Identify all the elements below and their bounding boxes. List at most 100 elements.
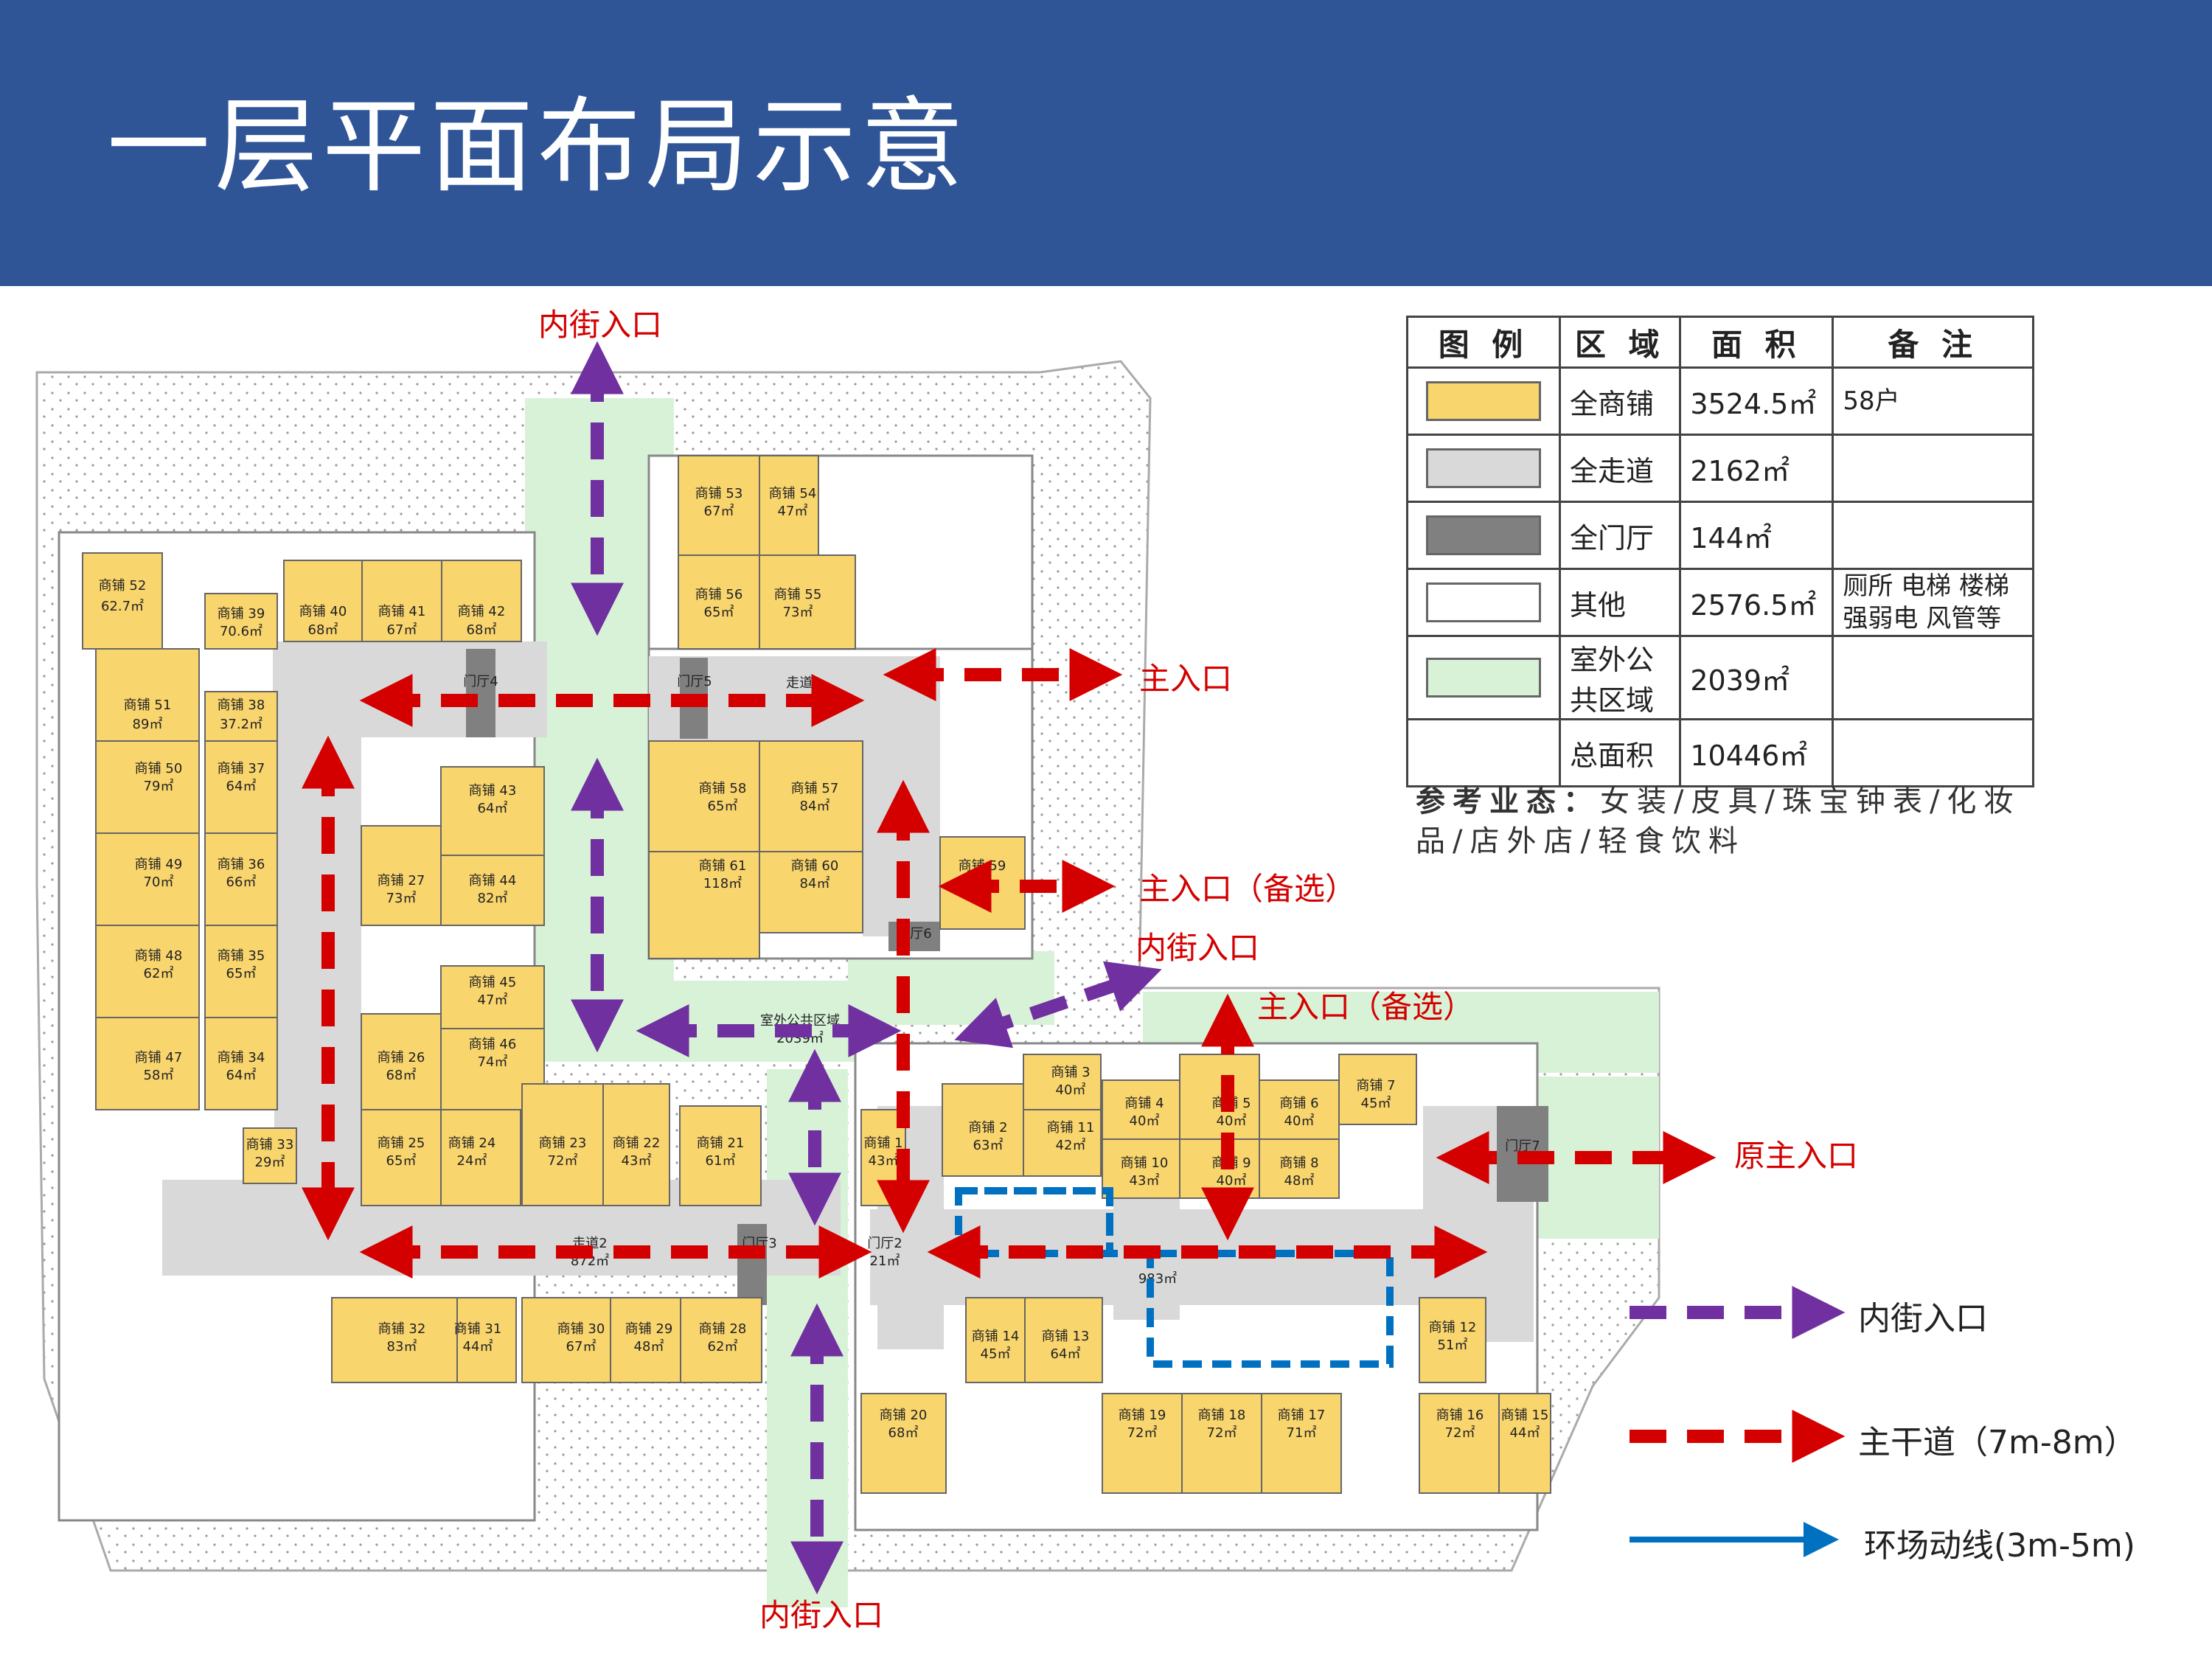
svg-text:商铺 22: 商铺 22: [613, 1135, 661, 1151]
svg-text:商铺 35: 商铺 35: [218, 948, 265, 964]
svg-text:商铺 44: 商铺 44: [469, 873, 517, 888]
svg-text:24㎡: 24㎡: [457, 1152, 487, 1169]
shop-34: 商铺 34 64㎡: [204, 1017, 278, 1110]
svg-text:72㎡: 72㎡: [1445, 1425, 1475, 1441]
svg-text:40㎡: 40㎡: [1217, 1172, 1247, 1189]
legend-swatch-cell: [1406, 366, 1561, 436]
svg-text:84㎡: 84㎡: [800, 798, 830, 814]
svg-text:74㎡: 74㎡: [478, 1054, 508, 1070]
legend-row: 室外公共区域 2039㎡: [1406, 635, 2034, 720]
svg-text:40㎡: 40㎡: [1217, 1113, 1247, 1129]
legend-swatch-other: [1426, 582, 1541, 622]
svg-text:商铺 1: 商铺 1: [863, 1135, 902, 1151]
legend-row: 全商铺 3524.5㎡ 58户: [1406, 366, 2034, 436]
svg-text:58㎡: 58㎡: [144, 1067, 174, 1083]
svg-text:64㎡: 64㎡: [478, 800, 508, 816]
svg-text:商铺 34: 商铺 34: [218, 1050, 265, 1065]
svg-text:48㎡: 48㎡: [634, 1338, 664, 1354]
corridor-1-area: 983㎡: [1138, 1270, 1177, 1287]
svg-text:72㎡: 72㎡: [1207, 1425, 1237, 1441]
entrance-labels: 内街入口 主入口 主入口（备选） 内街入口 主入口（备选） 原主入口 内街入口: [538, 307, 1858, 1633]
legend-note: 厕所 电梯 楼梯 强弱电 风管等: [1832, 568, 2034, 637]
svg-text:62.7㎡: 62.7㎡: [101, 598, 144, 614]
svg-text:商铺 53: 商铺 53: [695, 486, 743, 501]
svg-text:商铺 25: 商铺 25: [378, 1135, 425, 1151]
svg-text:48㎡: 48㎡: [1284, 1172, 1315, 1189]
svg-text:商铺 37: 商铺 37: [218, 761, 265, 776]
svg-text:商铺 15: 商铺 15: [1501, 1408, 1549, 1423]
svg-text:47㎡: 47㎡: [478, 992, 508, 1008]
svg-text:84㎡: 84㎡: [800, 875, 830, 891]
svg-text:65㎡: 65㎡: [386, 1152, 417, 1169]
svg-text:68㎡: 68㎡: [386, 1067, 417, 1083]
legend-table: 图 例 区 域 面 积 备 注 全商铺 3524.5㎡ 58户 全走道 2162…: [1406, 316, 2034, 787]
svg-text:43㎡: 43㎡: [869, 1152, 899, 1169]
svg-text:40㎡: 40㎡: [1056, 1082, 1086, 1098]
svg-text:商铺 8: 商铺 8: [1279, 1155, 1318, 1171]
business-type-label: 参考业态：: [1416, 785, 1600, 818]
legend-area: 2162㎡: [1679, 434, 1834, 503]
svg-text:70㎡: 70㎡: [144, 874, 174, 890]
entrance-main-3: 主入口（备选）: [1257, 989, 1474, 1025]
legend-zone: 全走道: [1558, 434, 1682, 503]
legend-header-note: 备 注: [1832, 316, 2034, 369]
legend-note: [1832, 635, 2034, 720]
svg-text:商铺 19: 商铺 19: [1119, 1408, 1166, 1423]
legend-zone: 全门厅: [1558, 501, 1682, 570]
svg-text:商铺 23: 商铺 23: [539, 1135, 587, 1151]
svg-text:商铺 20: 商铺 20: [880, 1408, 928, 1423]
svg-text:商铺 45: 商铺 45: [469, 975, 517, 990]
shop-18: 商铺 18 72㎡: [1181, 1393, 1262, 1494]
svg-text:商铺 40: 商铺 40: [299, 604, 347, 619]
svg-text:商铺 14: 商铺 14: [972, 1329, 1020, 1344]
legend-note: [1832, 718, 2034, 787]
legend-swatch-cell: [1406, 434, 1561, 503]
svg-text:89㎡: 89㎡: [133, 716, 163, 732]
svg-text:商铺 59: 商铺 59: [959, 858, 1006, 874]
svg-text:商铺 16: 商铺 16: [1436, 1408, 1484, 1423]
legend-swatch-corridor: [1426, 448, 1541, 488]
svg-text:71㎡: 71㎡: [1287, 1425, 1317, 1441]
svg-text:64㎡: 64㎡: [226, 1067, 257, 1083]
svg-text:47㎡: 47㎡: [778, 503, 808, 519]
svg-text:67㎡: 67㎡: [566, 1338, 597, 1354]
loop-rect: [955, 1187, 1113, 1257]
business-type-text: 女装/皮具/珠宝钟表/化妆品/店外店/轻食饮料: [1416, 785, 2021, 858]
svg-text:64㎡: 64㎡: [226, 778, 257, 794]
svg-text:64㎡: 64㎡: [1051, 1346, 1081, 1362]
shop-26: 商铺 26 68㎡: [361, 1013, 442, 1110]
svg-text:43㎡: 43㎡: [622, 1152, 652, 1169]
svg-text:商铺 48: 商铺 48: [135, 948, 183, 964]
svg-text:商铺 11: 商铺 11: [1047, 1120, 1095, 1135]
legend-note: [1832, 434, 2034, 503]
svg-text:商铺 13: 商铺 13: [1042, 1329, 1090, 1344]
shop-45: 商铺 45 47㎡: [440, 965, 545, 1029]
main-road-arrows: [302, 648, 1717, 1279]
legend-swatch-outdoor: [1426, 658, 1541, 698]
svg-text:商铺 26: 商铺 26: [378, 1050, 425, 1065]
svg-text:62㎡: 62㎡: [144, 965, 174, 981]
svg-text:商铺 18: 商铺 18: [1198, 1408, 1246, 1423]
entrance-main-2: 主入口（备选）: [1139, 871, 1356, 907]
legend-swatch-cell: [1406, 568, 1561, 637]
